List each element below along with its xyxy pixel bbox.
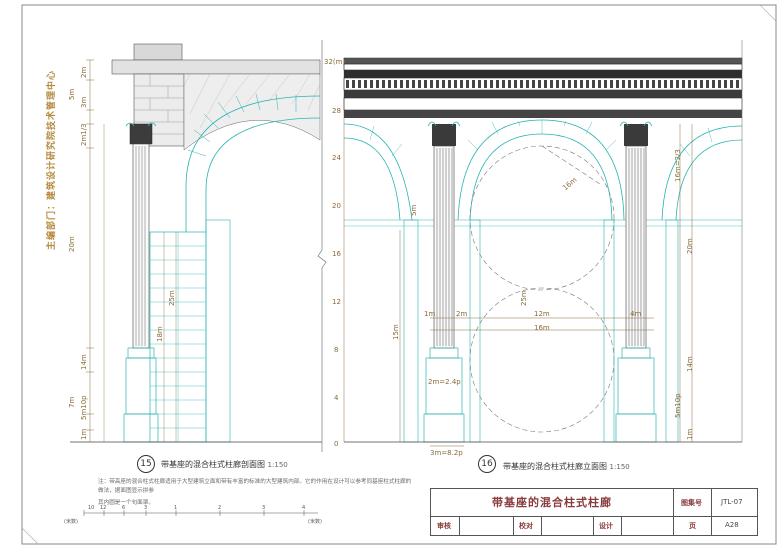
page-value: A28	[725, 521, 739, 529]
dim-label: 2m=2.4p	[428, 378, 461, 386]
height-tick: 24	[332, 154, 341, 162]
dim-label: 14m	[686, 356, 694, 372]
elevation-columns	[423, 121, 657, 443]
organization-label: 主编部门：建筑设计研究院技术管理中心	[47, 69, 57, 250]
dim-label: 4m	[630, 310, 642, 318]
dim-label: 18m	[156, 326, 164, 342]
dim-label: 5m	[68, 88, 76, 100]
cornice-dentils	[346, 80, 739, 88]
scale-tick: 2	[218, 505, 222, 511]
page-label: 页	[689, 522, 696, 530]
height-tick: 16	[332, 250, 341, 258]
dim-label: 20m	[68, 236, 76, 252]
dim-label: 3m	[80, 96, 88, 108]
sheet-border	[21, 4, 777, 545]
section-column	[123, 122, 159, 443]
dim-label: 5m10p	[80, 395, 88, 420]
dim-label: 1m	[80, 428, 88, 440]
height-tick: 0	[334, 440, 339, 448]
height-tick: 20	[332, 202, 341, 210]
dim-label: 2m	[80, 66, 88, 78]
dim-label: 12m	[534, 310, 550, 318]
drawing-notes: 注：带高座的混合柱式柱廊适用于大型建筑立面和带有丰富的标准的大型建筑内部。它的作…	[98, 478, 416, 508]
dim-label: 16m=2/3	[674, 149, 682, 182]
title-block: 带基座的混合柱式柱廊 图集号 JTL-07 审核 校对 设计 页 A28	[430, 488, 758, 536]
dim-label: 1m	[686, 428, 694, 440]
dim-label: 7m	[68, 396, 76, 408]
design-label: 设计	[599, 522, 613, 530]
scale-tick: 3	[144, 505, 148, 511]
elevation-caption: 带基座的混合柱式柱廊立面图 1:150	[503, 462, 630, 471]
dim-label: 2m1/3	[80, 123, 88, 146]
dim-label: 3m=8.2p	[430, 449, 463, 457]
drawing-title: 带基座的混合柱式柱廊	[431, 489, 674, 517]
dim-label: 1m	[424, 310, 436, 318]
height-tick: 8	[334, 346, 339, 354]
top-block	[133, 43, 183, 61]
note-line: 注：带高座的混合柱式柱廊适用于大型建筑立面和带有丰富的标准的大型建筑内部。它的作…	[98, 479, 412, 494]
view-number-badge: 15	[137, 455, 155, 473]
section-view	[70, 43, 322, 443]
scale-tick: 10	[88, 505, 95, 511]
scale-bar	[83, 510, 318, 516]
atlas-cell: 图集号 JTL-07	[673, 489, 757, 517]
scale-tick: 1	[174, 505, 178, 511]
dim-label: 25m	[168, 290, 176, 306]
dim-label: 20m	[686, 238, 694, 254]
dim-label: 16m	[534, 324, 550, 332]
dim-label: 15m	[392, 324, 400, 340]
elevation-column-2	[615, 121, 657, 443]
section-caption: 带基座的混合柱式柱廊剖面图 1:150	[161, 460, 288, 469]
scale-tick: 4	[302, 505, 306, 511]
scale-unit: (米数)	[308, 519, 322, 525]
atlas-label: 图集号	[681, 499, 702, 507]
dim-label: 5m	[410, 204, 418, 216]
elevation-column-1	[423, 121, 465, 443]
scale-tick: 6	[122, 505, 126, 511]
scale-tick: 12	[100, 505, 107, 511]
view-number-badge: 16	[478, 455, 496, 473]
elevation-arches	[343, 119, 743, 221]
scale-unit: (米数)	[64, 519, 78, 525]
height-tick: 28	[332, 107, 341, 115]
atlas-value: JTL-07	[721, 498, 743, 506]
dim-label: 2m	[456, 310, 468, 318]
scale-tick: 3	[262, 505, 266, 511]
dim-label: 14m	[80, 354, 88, 370]
dim-label: 25m	[520, 290, 528, 306]
review-label: 审核	[437, 522, 451, 530]
height-tick: 4	[334, 394, 339, 402]
construction-circles	[469, 145, 615, 433]
height-tick: 12	[332, 298, 341, 306]
entablature	[111, 59, 321, 75]
height-tick: 32(m)	[324, 58, 346, 66]
elevation-view	[343, 40, 743, 447]
dim-label: 5m10p	[674, 393, 682, 418]
note-line: 其内圆是一个句面罩。	[98, 500, 154, 506]
check-label: 校对	[519, 522, 533, 530]
